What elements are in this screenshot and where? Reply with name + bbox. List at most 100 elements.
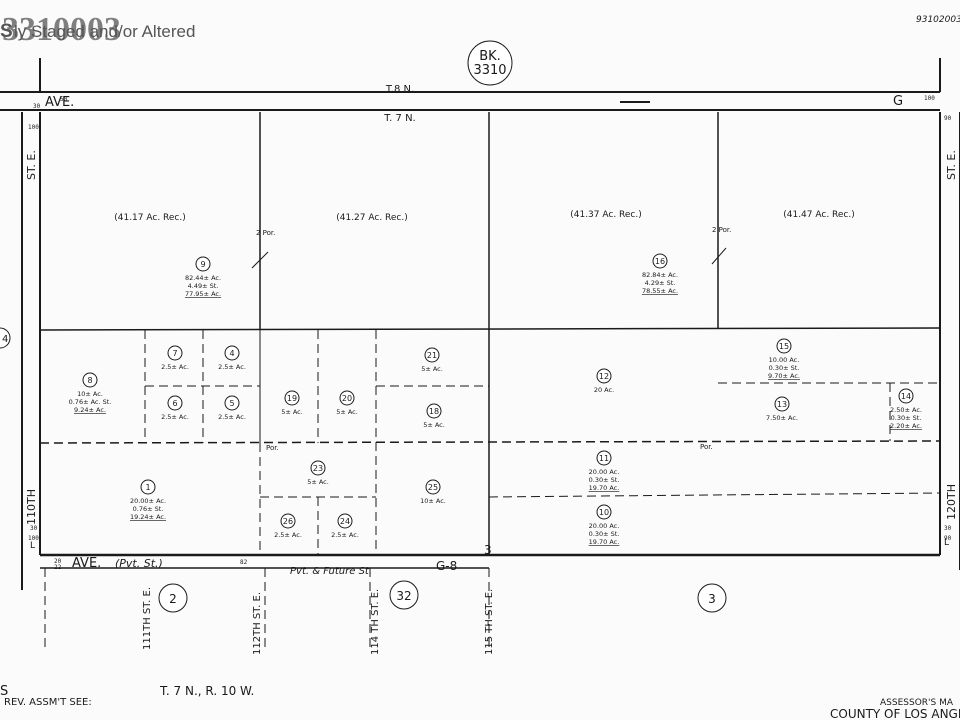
right-street-label: ST. E.	[945, 150, 958, 180]
parcel-acreage: 5± Ac.	[307, 478, 329, 486]
parcel-circle[interactable]	[224, 395, 240, 411]
parcel-circle[interactable]	[310, 460, 326, 476]
parcel-acreage: 20.00 Ac.	[589, 468, 620, 476]
parcel-circle[interactable]	[337, 513, 353, 529]
parcel-acreage: 2.5± Ac.	[161, 363, 189, 371]
parcel-acreage: 78.55± Ac.	[642, 287, 678, 295]
parcel-circle[interactable]	[424, 347, 440, 363]
parcel-acreage: 19.24± Ac.	[130, 513, 166, 521]
parcel-number[interactable]: 25	[428, 483, 438, 492]
parcel-number[interactable]: 23	[313, 464, 323, 473]
parcel-circle[interactable]	[596, 504, 612, 520]
parcel-acreage: 10± Ac.	[77, 390, 103, 398]
parcel-acreage: 2.5± Ac.	[161, 413, 189, 421]
parcel-acreage: 5± Ac.	[336, 408, 358, 416]
page-ref-circle	[0, 327, 11, 349]
parcel-circle[interactable]	[596, 368, 612, 384]
parcel-number[interactable]: 24	[340, 517, 350, 526]
page-ref-2: 2	[169, 592, 177, 606]
parcel-circle[interactable]	[425, 479, 441, 495]
parcel-number[interactable]: 15	[779, 342, 789, 351]
parcel-number[interactable]: 11	[599, 454, 609, 463]
avenue-g8-label: G-8	[436, 559, 457, 573]
parcel-acreage: 2.5± Ac.	[218, 413, 246, 421]
arrow-mark	[251, 251, 269, 269]
book-circle	[467, 40, 513, 86]
parcel-acreage: 4.49± St.	[188, 282, 219, 290]
parcel-acreage: 20.00 Ac.	[589, 522, 620, 530]
arrow-mark	[711, 247, 727, 265]
parcel-number[interactable]: 26	[283, 517, 293, 526]
parcel-number[interactable]: 14	[901, 392, 911, 401]
page-code: 3310003	[2, 11, 121, 48]
parcel-acreage: 0.30± St.	[589, 530, 620, 538]
parcel-circle[interactable]	[284, 390, 300, 406]
left-street-label: ST. E.	[25, 150, 38, 180]
parcel-number[interactable]: 18	[429, 407, 439, 416]
parcel-circle[interactable]	[167, 395, 183, 411]
parcel-number[interactable]: 10	[599, 508, 609, 517]
private-street-label: (Pvt. St.)	[115, 557, 163, 570]
margin-number: 100	[28, 124, 39, 131]
portion-label: Por.	[266, 444, 279, 452]
book-number: 3310	[473, 63, 506, 78]
margin-number: 30	[30, 525, 38, 532]
parcel-number[interactable]: 6	[172, 399, 177, 408]
parcel-acreage: 2.20± Ac.	[890, 422, 922, 430]
acreage-record-label: (41.47 Ac. Rec.)	[783, 210, 855, 220]
parcel-number[interactable]: 13	[777, 400, 787, 409]
parcel-number[interactable]: 16	[655, 257, 665, 266]
avenue-g-label: G	[893, 94, 903, 109]
parcel-number[interactable]: 9	[200, 260, 205, 269]
parcel-number[interactable]: 8	[87, 376, 92, 385]
parcel-acreage: 4.29± St.	[645, 279, 676, 287]
parcel-acreage: 2.50± Ac.	[890, 406, 922, 414]
parcel-number[interactable]: 5	[229, 399, 234, 408]
margin-number: 50	[60, 96, 68, 103]
parcel-acreage: 82.84± Ac.	[642, 271, 678, 279]
portion-label: 2 Por.	[712, 226, 731, 234]
street-112th-label: 112TH ST. E.	[252, 592, 263, 655]
margin-number: 100	[28, 535, 39, 542]
parcel-circle[interactable]	[167, 345, 183, 361]
parcel-number[interactable]: 20	[342, 394, 352, 403]
parcel-acreage: 10.00 Ac.	[769, 356, 800, 364]
footer-rev-label: REV. ASSM'T SEE:	[4, 697, 92, 708]
page-ref-3: 3	[708, 592, 716, 606]
parcel-acreage: 19.70 Ac.	[589, 484, 620, 492]
township-north-label: T.8 N.	[385, 84, 414, 95]
parcel-circle[interactable]	[898, 388, 914, 404]
parcel-circle[interactable]	[774, 396, 790, 412]
acreage-record-label: (41.27 Ac. Rec.)	[336, 213, 408, 223]
parcel-circle[interactable]	[82, 372, 98, 388]
parcel-circle[interactable]	[776, 338, 792, 354]
left-l-label: L	[30, 541, 35, 551]
parcel-number[interactable]: 21	[427, 351, 437, 360]
margin-number: 90	[944, 115, 952, 122]
right-120th-label: 120TH	[945, 484, 958, 520]
margin-number: 100	[924, 95, 935, 102]
parcel-circle[interactable]	[224, 345, 240, 361]
parcel-number[interactable]: 19	[287, 394, 297, 403]
dashed-line	[488, 492, 941, 498]
portion-label: 2 Por.	[256, 229, 275, 237]
parcel-number[interactable]: 7	[172, 349, 177, 358]
footer-township-label: T. 7 N., R. 10 W.	[159, 684, 254, 698]
parcel-number[interactable]: 4	[229, 349, 234, 358]
parcel-acreage: 0.76± St.	[133, 505, 164, 513]
parcel-circle[interactable]	[426, 403, 442, 419]
parcel-circle[interactable]	[652, 253, 668, 269]
parcel-circle[interactable]	[339, 390, 355, 406]
parcel-circle[interactable]	[195, 256, 211, 272]
parcel-number[interactable]: 1	[145, 483, 150, 492]
parcel-acreage: 20 Ac.	[594, 386, 614, 394]
right-l-label: L	[944, 538, 949, 548]
parcel-circle[interactable]	[140, 479, 156, 495]
parcel-circle[interactable]	[596, 450, 612, 466]
parcel-number[interactable]: 12	[599, 372, 609, 381]
footer-left-prefix: S	[0, 684, 8, 699]
street-115th-label: 115 TH ST. E.	[484, 589, 495, 655]
parcel-circle[interactable]	[280, 513, 296, 529]
parcel-acreage: 19.70 Ac.	[589, 538, 620, 546]
